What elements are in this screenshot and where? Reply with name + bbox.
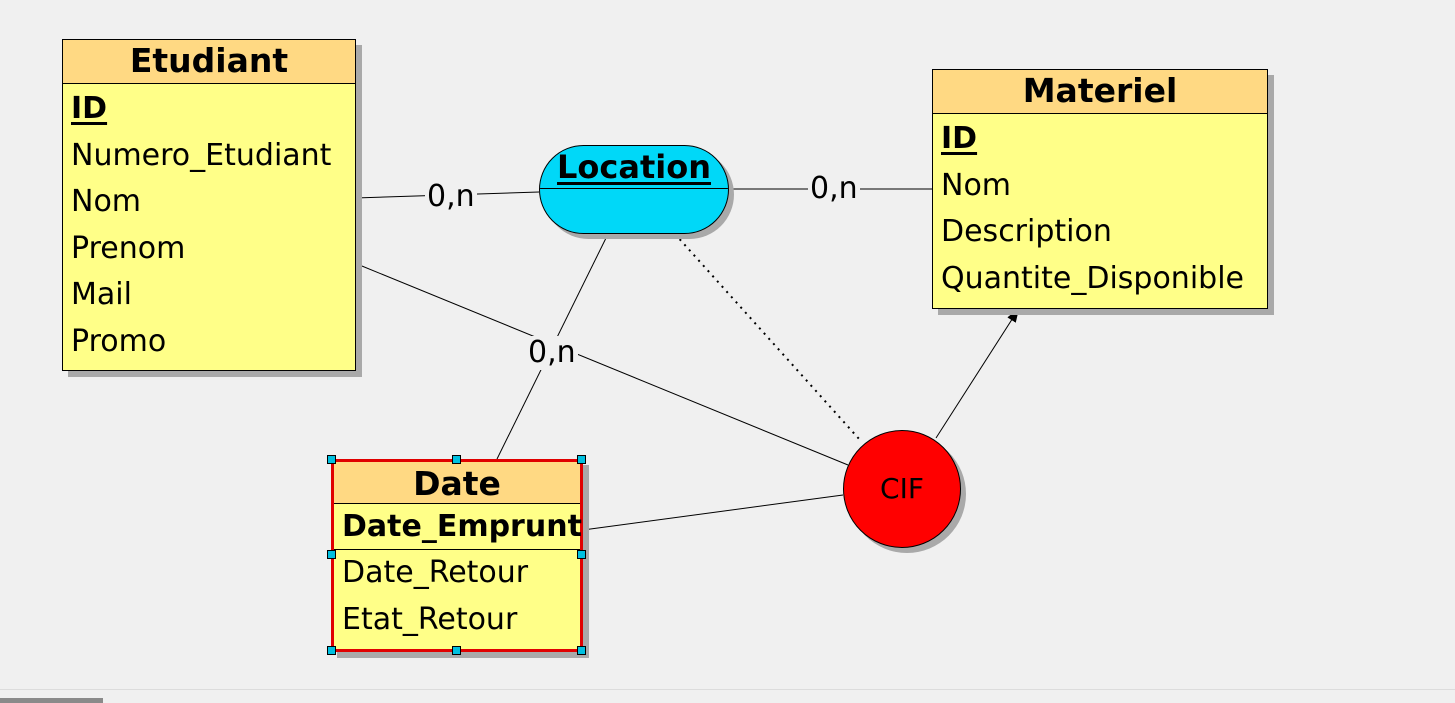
link-cif-materiel-arrow[interactable] bbox=[935, 308, 1020, 439]
entity-field: Promo bbox=[71, 323, 167, 359]
entity-title: Date bbox=[334, 462, 580, 504]
relation-location[interactable]: Location bbox=[539, 145, 729, 234]
resize-handle-tr[interactable] bbox=[577, 455, 586, 464]
entity-title: Etudiant bbox=[63, 40, 355, 84]
resize-handle-ml[interactable] bbox=[327, 550, 336, 559]
link-date-cif[interactable] bbox=[582, 494, 844, 531]
resize-handle-tm[interactable] bbox=[452, 455, 461, 464]
entity-field: Nom bbox=[71, 184, 142, 219]
entity-materiel[interactable]: Materiel ID Nom Description Quantite_Dis… bbox=[932, 69, 1268, 309]
entity-fields: Date_Emprunt Date_Retour Etat_Retour bbox=[334, 504, 582, 643]
cardinality-materiel-location[interactable]: 0,n bbox=[808, 171, 860, 206]
entity-field: Prenom bbox=[71, 230, 186, 266]
link-location-cif-dotted[interactable] bbox=[674, 233, 861, 441]
entity-fields: ID Numero_Etudiant Nom Prenom Mail Promo bbox=[63, 84, 355, 365]
entity-key-field: Date_Emprunt bbox=[334, 504, 582, 550]
resize-handle-bm[interactable] bbox=[452, 646, 461, 655]
resize-handle-br[interactable] bbox=[577, 646, 586, 655]
entity-date[interactable]: Date Date_Emprunt Date_Retour Etat_Retou… bbox=[331, 459, 583, 652]
resize-handle-bl[interactable] bbox=[327, 646, 336, 655]
entity-field: Quantite_Disponible bbox=[941, 260, 1244, 296]
entity-field: Description bbox=[941, 214, 1112, 249]
link-etudiant-cif[interactable] bbox=[356, 263, 849, 466]
relation-title: Location bbox=[540, 146, 728, 189]
entity-etudiant[interactable]: Etudiant ID Numero_Etudiant Nom Prenom M… bbox=[62, 39, 356, 371]
entity-field: Etat_Retour bbox=[342, 601, 518, 637]
entity-field: Mail bbox=[71, 277, 132, 312]
cardinality-date-location[interactable]: 0,n bbox=[526, 335, 578, 370]
cardinality-etudiant-location[interactable]: 0,n bbox=[425, 179, 477, 214]
entity-key-field: ID bbox=[71, 91, 108, 126]
horizontal-scrollbar[interactable] bbox=[0, 689, 1455, 703]
entity-field: Date_Retour bbox=[342, 555, 529, 590]
entity-field: Nom bbox=[941, 167, 1012, 203]
resize-handle-mr[interactable] bbox=[577, 550, 586, 559]
entity-title: Materiel bbox=[933, 70, 1267, 114]
entity-fields: ID Nom Description Quantite_Disponible bbox=[933, 114, 1267, 302]
horizontal-scrollbar-thumb[interactable] bbox=[0, 698, 103, 703]
entity-key-field: ID bbox=[941, 121, 978, 156]
resize-handle-tl[interactable] bbox=[327, 455, 336, 464]
entity-field: Numero_Etudiant bbox=[71, 137, 332, 173]
cif-constraint[interactable]: CIF bbox=[843, 430, 961, 548]
